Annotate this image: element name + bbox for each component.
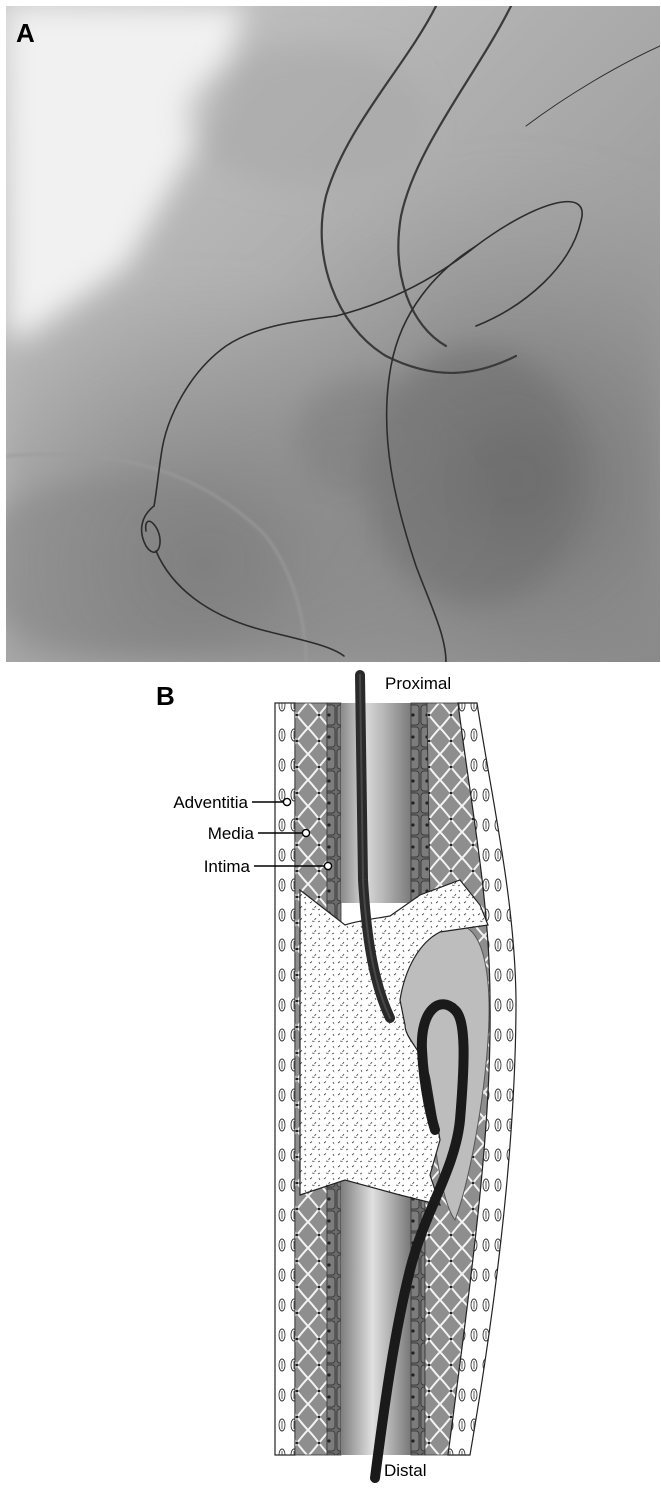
vessel-schematic-panel: Proximal Distal Adventitia Media Intima: [0, 662, 661, 1485]
proximal-label: Proximal: [385, 674, 451, 693]
panel-b-letter: B: [156, 683, 175, 709]
panel-a-letter: A: [16, 20, 35, 46]
vessel-schematic: Proximal Distal Adventitia Media Intima: [0, 662, 661, 1485]
vessel-lumen-upper: [341, 703, 411, 903]
intima-label: Intima: [204, 857, 251, 876]
intima-marker: [324, 862, 331, 869]
distal-label: Distal: [384, 1461, 427, 1480]
media-marker: [302, 829, 309, 836]
media-label: Media: [208, 824, 255, 843]
angiogram-image: [6, 6, 660, 662]
angiogram-panel: [6, 6, 660, 662]
adventitia-marker: [283, 798, 290, 805]
adventitia-label: Adventitia: [173, 793, 248, 812]
